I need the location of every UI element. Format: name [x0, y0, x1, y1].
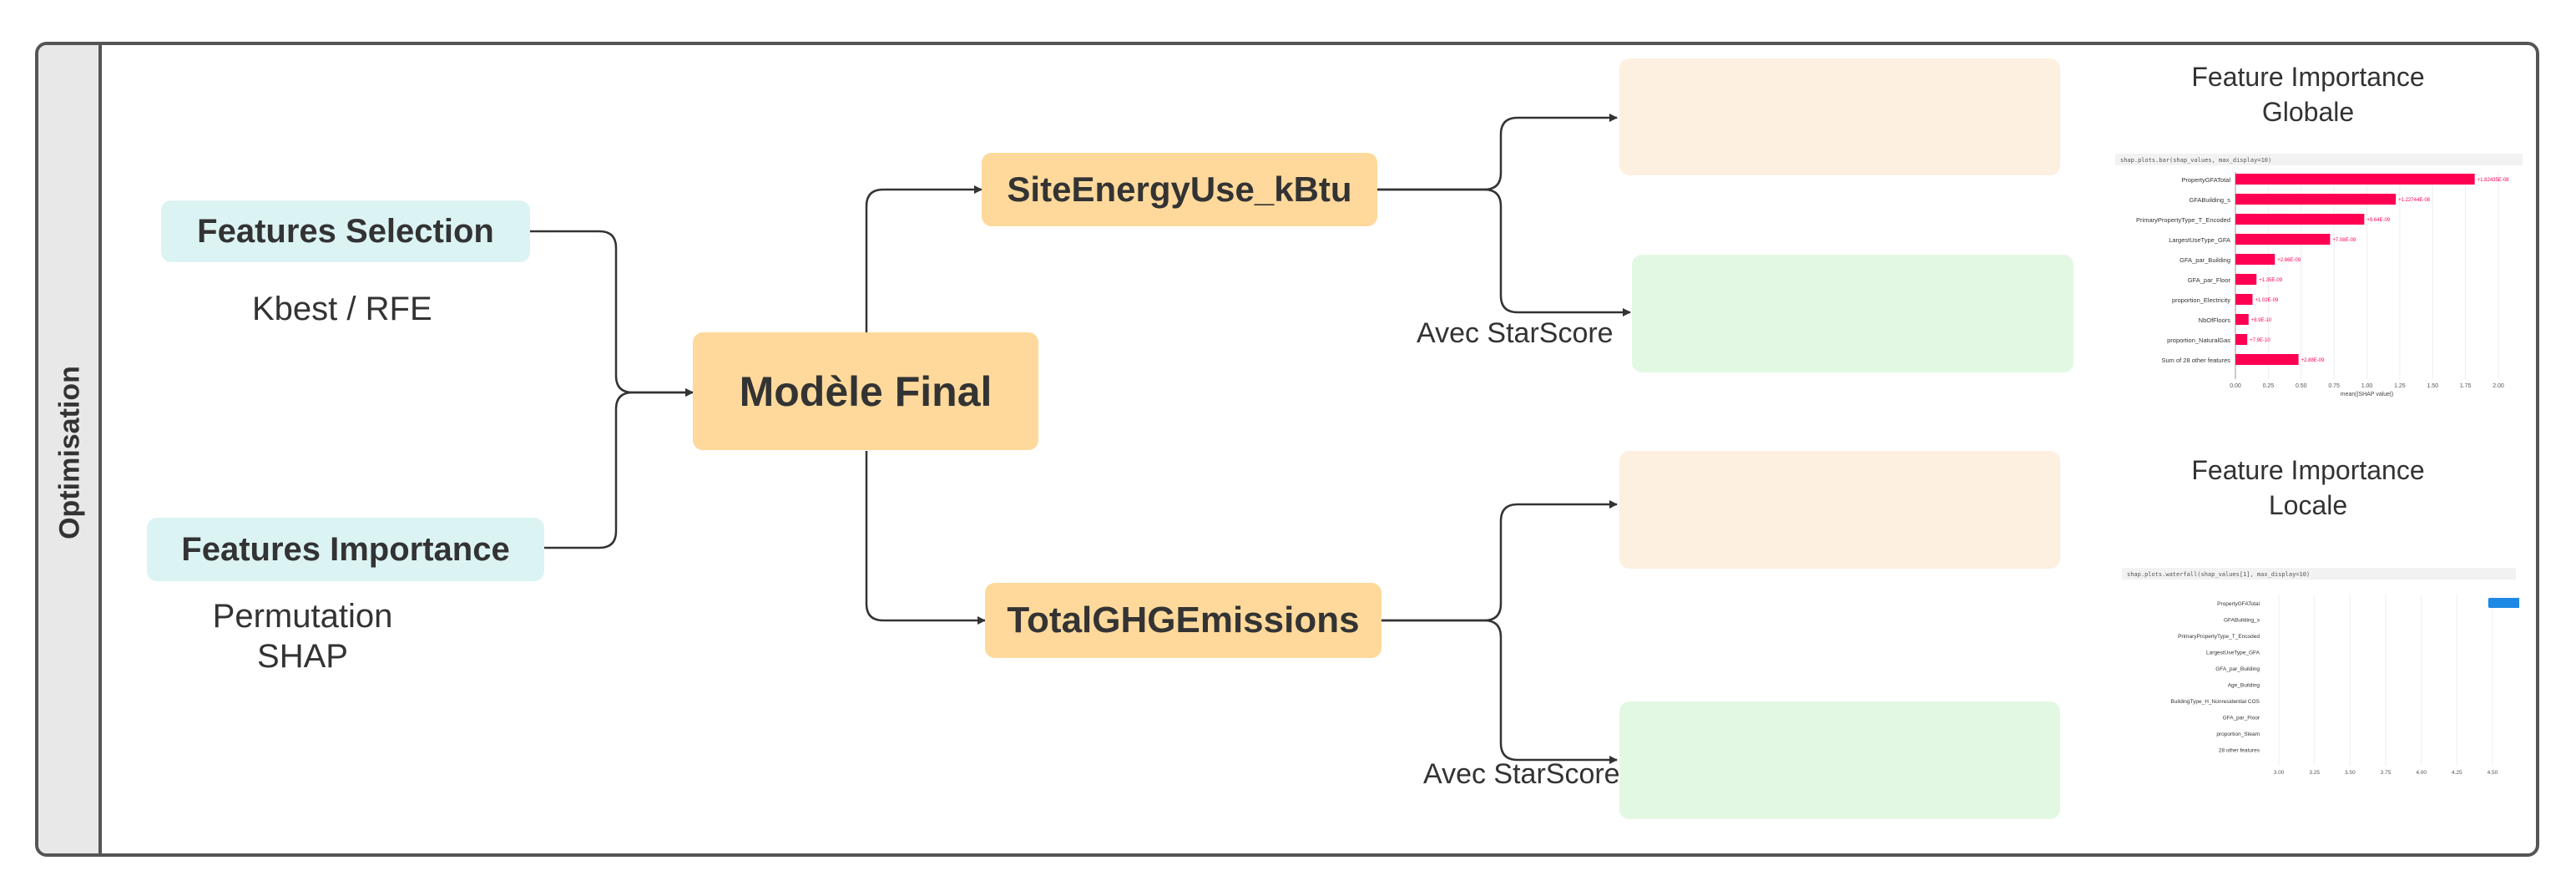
global-axis-tick: 0.50 — [2296, 383, 2307, 389]
global-axis-tick: 0.75 — [2328, 383, 2340, 389]
importance-method-shap: SHAP — [257, 638, 348, 675]
global-feature-label: GFA_par_Building — [2179, 256, 2230, 264]
global-importance-chart: shap.plots.bar(shap_values, max_display=… — [2110, 150, 2528, 405]
local-chart-code-bar — [2122, 568, 2516, 580]
global-axis-tick: 1.25 — [2394, 383, 2406, 389]
global-value-label: +1.22744E-08 — [2398, 198, 2431, 203]
global-feature-label: LargestUseType_GFA — [2169, 236, 2230, 244]
global-bar — [2235, 254, 2275, 265]
local-axis-tick: 3.00 — [2274, 770, 2285, 776]
features-selection-methods: Kbest / RFE — [252, 291, 432, 327]
local-feature-label: Age_Building — [2228, 683, 2260, 689]
global-feature-label: GFA_par_Floor — [2188, 276, 2231, 284]
local-importance-title-line2: Locale — [2268, 490, 2348, 520]
global-bar — [2235, 194, 2397, 205]
connector-model-to-energy — [865, 185, 982, 332]
local-axis-tick: 3.50 — [2345, 770, 2356, 776]
local-feature-label: 28 other features — [2219, 748, 2260, 754]
global-importance-title-line2: Globale — [2261, 97, 2355, 127]
global-value-label: +7.9E-10 — [2250, 338, 2270, 343]
global-value-label: +8.9E-10 — [2251, 318, 2272, 323]
global-axis-label: mean(|SHAP value|) — [2341, 392, 2393, 397]
local-chart-code: shap.plots.waterfall(shap_values[1], max… — [2127, 571, 2310, 578]
local-importance-title-line1: Feature Importance — [2191, 455, 2425, 485]
global-bar — [2235, 214, 2365, 225]
local-feature-label: LargestUseType_GFA — [2206, 650, 2260, 656]
global-importance-title-line1: Feature Importance — [2191, 62, 2425, 92]
global-feature-label: proportion_Electricity — [2172, 296, 2230, 304]
connector-ghg-to-panel4 — [1381, 619, 1618, 764]
connector-energy-to-panel1 — [1377, 114, 1618, 191]
global-value-label: +2.86E-09 — [2277, 258, 2301, 263]
global-feature-label: Sum of 28 other features — [2161, 357, 2230, 364]
global-chart-code: shap.plots.bar(shap_values, max_display=… — [2120, 157, 2271, 164]
features-selection-node: Features Selection — [161, 200, 530, 262]
global-feature-label: PropertyGFATotal — [2181, 176, 2230, 184]
local-feature-label: PropertyGFATotal — [2217, 601, 2260, 607]
global-bar — [2235, 334, 2248, 345]
global-axis-tick: 1.00 — [2361, 383, 2373, 389]
local-axis-tick: 4.50 — [2488, 770, 2498, 776]
energy-starscore-note: Avec StarScore — [1417, 317, 1614, 349]
local-feature-label: GFABuilding_s — [2224, 618, 2260, 624]
global-value-label: +1.02E-09 — [2255, 298, 2279, 303]
local-axis-tick: 3.75 — [2381, 770, 2392, 776]
global-bar — [2235, 174, 2475, 185]
local-axis-tick: 3.25 — [2309, 770, 2320, 776]
global-bar — [2235, 294, 2253, 305]
energy-starscore-result-panel — [1632, 255, 2073, 372]
global-bar — [2235, 274, 2257, 285]
local-feature-label: proportion_Steam — [2216, 731, 2260, 737]
global-value-label: +2.88E-09 — [2301, 358, 2326, 363]
global-value-label: +1.35E-09 — [2259, 278, 2283, 283]
importance-method-permutation: Permutation — [212, 598, 393, 635]
energy-target-node: SiteEnergyUse_kBtu — [982, 153, 1377, 226]
global-chart-code-bar — [2115, 154, 2523, 165]
global-axis-tick: 1.50 — [2427, 383, 2438, 389]
connector-ghg-to-panel3 — [1381, 500, 1618, 622]
global-axis-tick: 0.00 — [2230, 383, 2241, 389]
sidebar: Optimisation — [38, 45, 102, 853]
global-feature-label: NbOfFloors — [2199, 316, 2231, 324]
connector-importance-to-model — [544, 388, 694, 549]
global-axis-tick: 0.25 — [2263, 383, 2275, 389]
connector-model-to-ghg — [865, 451, 986, 625]
global-feature-label: proportion_NaturalGas — [2167, 337, 2230, 344]
global-feature-label: GFABuilding_s — [2189, 196, 2230, 204]
local-feature-label: BuildingType_H_Nonresidential COS — [2170, 699, 2260, 705]
global-feature-label: PrimaryPropertyType_T_Encoded — [2136, 216, 2230, 224]
ghg-target-node: TotalGHGEmissions — [985, 583, 1381, 658]
ghg-starscore-note: Avec StarScore — [1423, 758, 1620, 790]
local-importance-chart: shap.plots.waterfall(shap_values[1], max… — [2119, 566, 2519, 800]
final-model-node: Modèle Final — [693, 332, 1038, 450]
global-bar — [2235, 234, 2331, 245]
features-importance-node: Features Importance — [147, 518, 544, 581]
connector-energy-to-panel2 — [1377, 188, 1631, 316]
local-feature-label: GFA_par_Building — [2215, 666, 2260, 672]
local-bar — [2488, 598, 2519, 608]
local-feature-label: PrimaryPropertyType_T_Encoded — [2178, 634, 2260, 640]
ghg-starscore-result-panel — [1619, 701, 2060, 819]
global-bar — [2235, 314, 2249, 325]
global-value-label: +7.08E-09 — [2332, 238, 2356, 243]
local-feature-label: GFA_par_Floor — [2223, 716, 2260, 721]
global-bar — [2235, 354, 2299, 365]
energy-result-panel — [1619, 58, 2060, 175]
local-axis-tick: 4.25 — [2452, 770, 2462, 776]
local-axis-tick: 4.00 — [2416, 770, 2427, 776]
global-axis-tick: 1.75 — [2460, 383, 2472, 389]
global-value-label: +9.64E-09 — [2366, 218, 2391, 223]
global-axis-tick: 2.00 — [2493, 383, 2504, 389]
ghg-result-panel — [1619, 451, 2060, 569]
global-value-label: +1.82435E-08 — [2478, 178, 2510, 183]
connector-selection-to-model — [530, 230, 694, 397]
